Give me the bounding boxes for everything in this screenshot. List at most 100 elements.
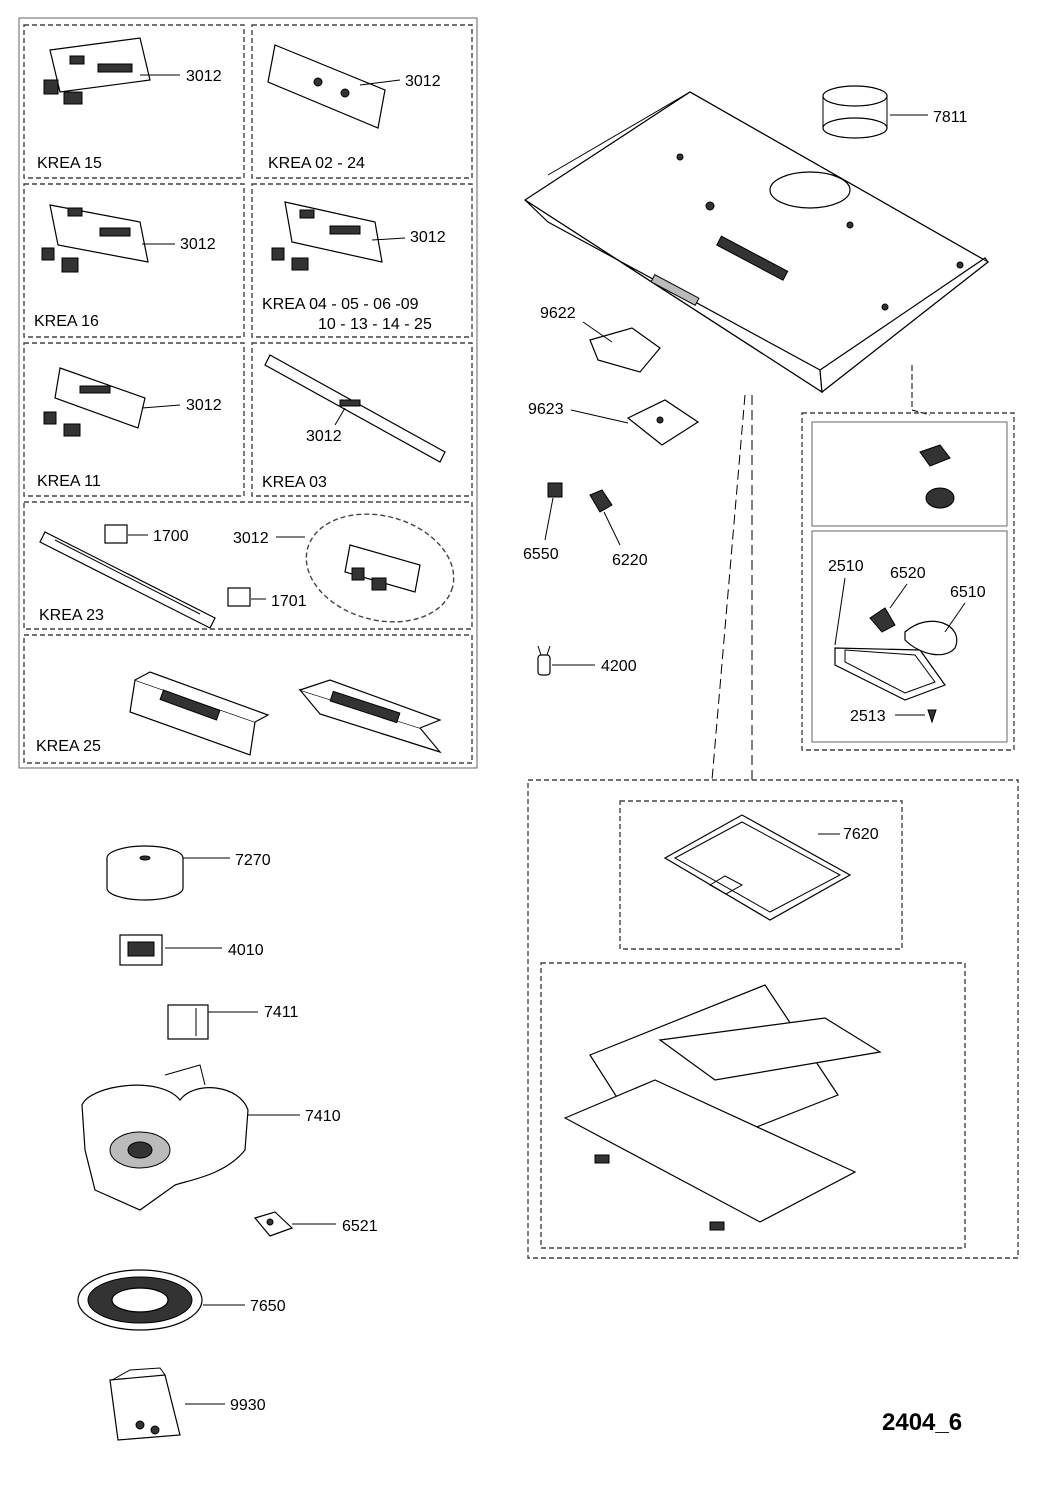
knob-part: [43, 411, 57, 425]
part-label: 9622: [540, 305, 576, 322]
part-label: 1701: [271, 593, 307, 610]
part-label: 9623: [528, 401, 564, 418]
lamp-box: [811, 530, 1008, 743]
light-detail-box: [801, 412, 1015, 751]
part-label: 7270: [235, 852, 271, 869]
part-label: 6510: [950, 584, 986, 601]
variant-box: [251, 183, 473, 338]
control-panel-part: [54, 367, 146, 429]
control-panel-part: [49, 204, 149, 263]
variant-box: [251, 24, 473, 179]
part-label: 2510: [828, 558, 864, 575]
variant-box: [23, 183, 245, 338]
variant-name: KREA 25: [36, 738, 101, 755]
knob-part: [41, 247, 55, 261]
variant-name-line2: 10 - 13 - 14 - 25: [318, 316, 432, 333]
detail-callout: [305, 513, 455, 623]
part-label: 7650: [250, 1298, 286, 1315]
part-7270: 7270: [106, 845, 271, 901]
variant-name: KREA 16: [34, 313, 99, 330]
part-7411: 7411: [167, 1004, 299, 1040]
part-label: 3012: [233, 530, 269, 547]
variant-name: KREA 23: [39, 607, 104, 624]
variant-krea11: 3012 KREA 11: [23, 342, 245, 497]
filter-frame: [563, 1079, 857, 1223]
filter-detail-box: [527, 779, 1019, 1259]
part-4010: 4010: [119, 934, 264, 966]
drawing-id: 2404_6: [882, 1409, 962, 1436]
part-9623: 9623: [528, 399, 700, 446]
part-label: 3012: [306, 428, 342, 445]
part-label: 3012: [180, 236, 216, 253]
part-label: 9930: [230, 1397, 266, 1414]
light-switch-box: [811, 421, 1008, 527]
part-6521: 6521: [253, 1211, 378, 1237]
lamp-assembly: 2510 6520 6510 2513: [828, 558, 986, 725]
part-9622: 9622: [540, 305, 661, 373]
variant-box: [23, 501, 473, 630]
variant-name: KREA 15: [37, 155, 102, 172]
control-panel-part: [267, 44, 386, 129]
knob-part: [925, 487, 955, 509]
variants-panel: [18, 17, 478, 769]
bulb: [904, 620, 958, 656]
variant-krea04: 3012 KREA 04 - 05 - 06 -09 10 - 13 - 14 …: [251, 183, 473, 338]
knob-part: [291, 257, 309, 271]
part-label: 1700: [153, 528, 189, 545]
hood-body: [523, 91, 990, 394]
knob-part: [63, 423, 81, 437]
part-9930: 9930: [109, 1367, 266, 1441]
part-label: 6520: [890, 565, 926, 582]
variant-krea23: 1700 1701 3012 KREA 23: [23, 501, 473, 630]
part-6220: 6220: [589, 489, 648, 569]
variant-krea15: 3012 KREA 15: [23, 24, 245, 179]
variant-krea25: KREA 25: [23, 634, 473, 764]
knob-part: [43, 79, 59, 95]
filter-sheets: [563, 984, 882, 1231]
screw-part: [927, 709, 937, 724]
part-label: 6550: [523, 546, 559, 563]
variant-name: KREA 03: [262, 474, 327, 491]
part-label: 6220: [612, 552, 648, 569]
part-7410: 7410: [81, 1064, 341, 1211]
variant-box: [23, 634, 473, 764]
part-4200: 4200: [537, 645, 637, 676]
knob-part: [61, 257, 79, 273]
part-label: 2513: [850, 708, 886, 725]
variant-box: [251, 342, 473, 497]
variant-krea0224: 3012 KREA 02 - 24: [251, 24, 473, 179]
part-label: 7811: [933, 109, 968, 126]
part-label: 3012: [410, 229, 446, 246]
control-strip-part: [39, 531, 216, 629]
duct-collar-7811: 7811: [822, 85, 968, 139]
filter-sheet: [658, 1017, 882, 1081]
part-label: 7410: [305, 1108, 341, 1125]
variant-name: KREA 11: [37, 473, 101, 490]
control-panel-part: [264, 354, 446, 463]
part-label: 7620: [843, 826, 879, 843]
lamp-cover-ring: [834, 647, 946, 701]
part-label: 4010: [228, 942, 264, 959]
cap-part-1701: [227, 587, 251, 607]
part-label: 3012: [186, 68, 222, 85]
variant-krea16: 3012 KREA 16: [23, 183, 245, 338]
knob-part: [63, 91, 83, 105]
lamp-holder: [869, 607, 896, 633]
knob-part: [271, 247, 285, 261]
duct-opening: [769, 171, 851, 209]
variant-name: KREA 02 - 24: [268, 155, 365, 172]
part-label: 3012: [186, 397, 222, 414]
variant-name: KREA 04 - 05 - 06 -09: [262, 296, 419, 313]
charcoal-filter-box: [540, 962, 966, 1249]
switch-part: [919, 444, 951, 467]
part-7650: 7650: [77, 1269, 286, 1331]
part-6550: 6550: [523, 482, 563, 563]
part-label: 4200: [601, 658, 637, 675]
variant-box: [23, 342, 245, 497]
part-label: 7411: [264, 1004, 299, 1021]
variant-krea03: 3012 KREA 03: [251, 342, 473, 497]
part-label: 6521: [342, 1218, 378, 1235]
grease-filter-box: [619, 800, 903, 950]
grease-filter-7620: 7620: [663, 814, 879, 921]
